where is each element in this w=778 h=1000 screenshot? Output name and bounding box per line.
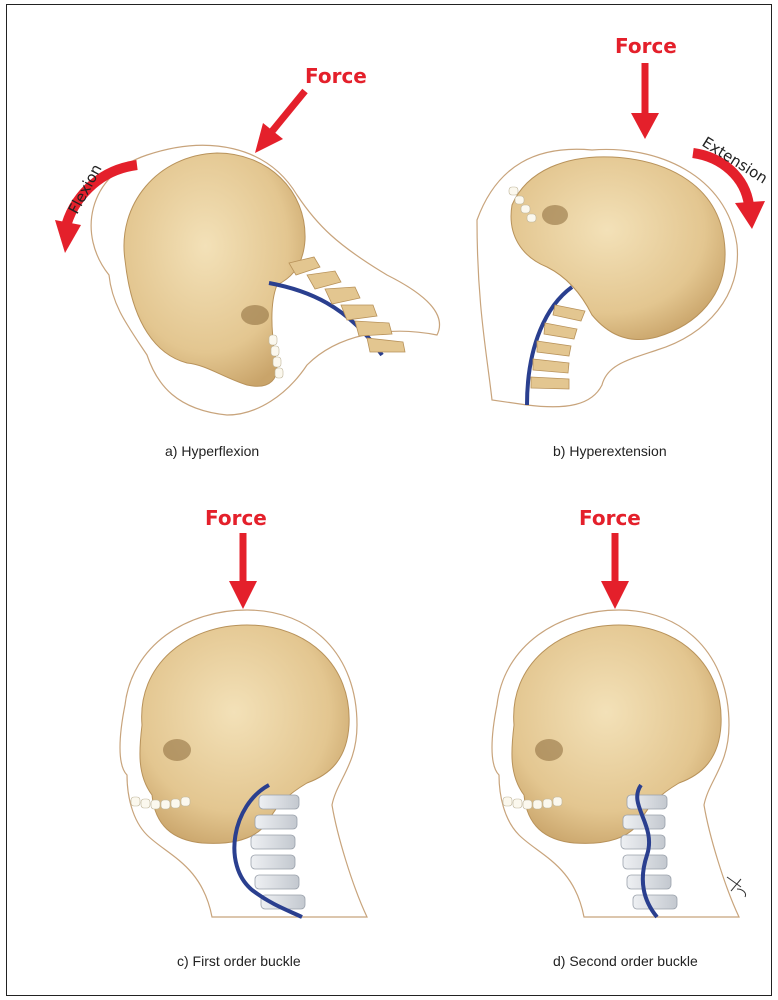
force-arrow xyxy=(631,63,659,139)
skull xyxy=(512,625,721,843)
panel-first-order-buckle: Force xyxy=(120,506,367,917)
caption-first-order-buckle: c) First order buckle xyxy=(177,953,301,969)
force-arrow xyxy=(229,533,257,609)
caption-second-order-buckle: d) Second order buckle xyxy=(553,953,698,969)
force-label: Force xyxy=(615,34,677,58)
figure-illustration: Force Flexion xyxy=(7,5,773,997)
force-label: Force xyxy=(305,64,367,88)
spinal-cord xyxy=(269,283,382,355)
orbit xyxy=(241,305,269,325)
cervical-vertebrae xyxy=(289,257,405,352)
orbit xyxy=(163,739,191,761)
force-label: Force xyxy=(579,506,641,530)
cervical-vertebrae xyxy=(531,305,585,389)
force-label: Force xyxy=(205,506,267,530)
figure-frame: Force Flexion xyxy=(6,4,772,996)
caption-hyperflexion: a) Hyperflexion xyxy=(165,443,259,459)
panel-hyperflexion: Force Flexion xyxy=(55,64,440,415)
panel-hyperextension: Force Extension xyxy=(477,34,771,407)
orbit xyxy=(535,739,563,761)
force-arrow xyxy=(255,91,305,153)
skull xyxy=(511,157,725,340)
orbit xyxy=(542,205,568,225)
flexion-label: Flexion xyxy=(65,161,106,217)
force-arrow xyxy=(601,533,629,609)
panel-second-order-buckle: Force xyxy=(492,506,746,917)
caption-hyperextension: b) Hyperextension xyxy=(553,443,667,459)
